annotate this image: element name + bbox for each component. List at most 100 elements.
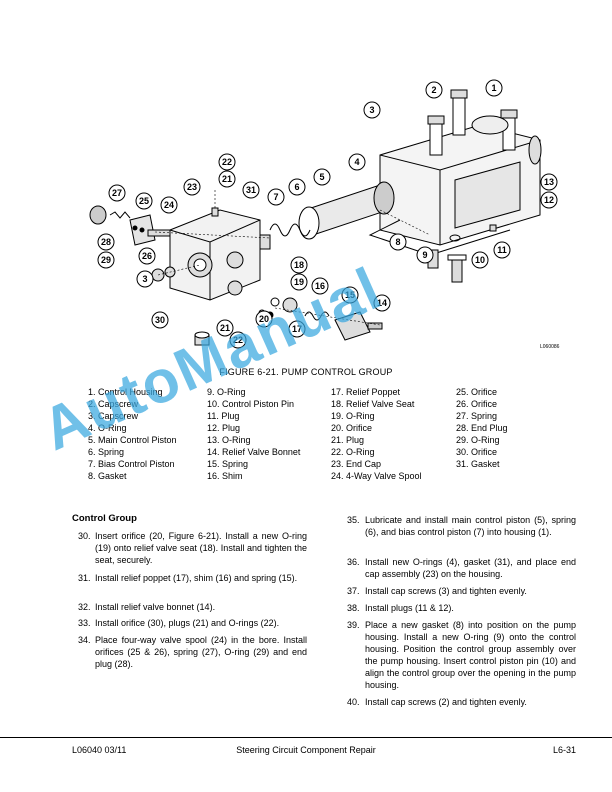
figure-code: L060086 bbox=[540, 344, 560, 350]
callout-26: 26 bbox=[138, 247, 156, 265]
step-text: Install relief valve bonnet (14). bbox=[95, 602, 216, 612]
legend-item: 4. O-Ring bbox=[88, 423, 127, 433]
step-text: Insert orifice (20, Figure 6-21). Instal… bbox=[95, 531, 307, 565]
legend-item: 6. Spring bbox=[88, 447, 125, 457]
svg-text:26: 26 bbox=[142, 251, 152, 261]
callout-4: 4 bbox=[348, 153, 366, 171]
legend-item: 2. Capscrew bbox=[88, 399, 139, 409]
parts-legend-column-2: 9. O-Ring 10. Control Piston Pin 11. Plu… bbox=[207, 386, 300, 482]
svg-text:2: 2 bbox=[431, 85, 436, 95]
svg-text:19: 19 bbox=[294, 277, 304, 287]
legend-item: 15. Spring bbox=[207, 459, 249, 469]
callout-28: 28 bbox=[97, 233, 115, 251]
svg-text:7: 7 bbox=[273, 192, 278, 202]
callout-21b: 21 bbox=[216, 319, 234, 337]
svg-text:27: 27 bbox=[112, 188, 122, 198]
svg-text:3: 3 bbox=[369, 105, 374, 115]
procedure-step: 34. Place four-way valve spool (24) in t… bbox=[78, 634, 307, 670]
legend-item: 11. Plug bbox=[207, 411, 240, 421]
legend-item: 18. Relief Valve Seat bbox=[331, 399, 415, 409]
legend-item: 3. Capscrew bbox=[88, 411, 139, 421]
legend-item: 13. O-Ring bbox=[207, 435, 251, 445]
svg-text:17: 17 bbox=[292, 324, 302, 334]
svg-text:9: 9 bbox=[422, 250, 427, 260]
parts-legend-column-1: 1. Control Housing 2. Capscrew 3. Capscr… bbox=[88, 386, 177, 482]
callout-17: 17 bbox=[288, 320, 306, 338]
legend-item: 28. End Plug bbox=[456, 423, 508, 433]
callout-2: 2 bbox=[425, 81, 443, 99]
legend-item: 20. Orifice bbox=[331, 423, 373, 433]
svg-text:12: 12 bbox=[544, 195, 554, 205]
legend-item: 9. O-Ring bbox=[207, 387, 246, 397]
legend-item: 7. Bias Control Piston bbox=[88, 459, 175, 469]
legend-item: 12. Plug bbox=[207, 423, 241, 433]
svg-text:5: 5 bbox=[319, 172, 324, 182]
svg-text:13: 13 bbox=[544, 177, 554, 187]
svg-text:23: 23 bbox=[187, 182, 197, 192]
callout-5: 5 bbox=[313, 168, 331, 186]
callout-1: 1 bbox=[485, 79, 503, 97]
svg-text:25: 25 bbox=[139, 196, 149, 206]
legend-item: 26. Orifice bbox=[456, 399, 498, 409]
callout-6: 6 bbox=[288, 178, 306, 196]
procedure-step: 37. Install cap screws (3) and tighten e… bbox=[347, 585, 576, 597]
legend-item: 27. Spring bbox=[456, 411, 498, 421]
footer-divider bbox=[0, 737, 612, 738]
step-text: Place four-way valve spool (24) in the b… bbox=[95, 635, 307, 669]
step-text: Place a new gasket (8) into position on … bbox=[365, 620, 576, 690]
step-text: Install orifice (30), plugs (21) and O-r… bbox=[95, 618, 280, 628]
step-text: Install cap screws (2) and tighten evenl… bbox=[365, 697, 527, 707]
section-heading: Control Group bbox=[72, 513, 137, 524]
callout-18: 18 bbox=[290, 256, 308, 274]
svg-text:30: 30 bbox=[155, 315, 165, 325]
callout-14: 14 bbox=[373, 294, 391, 312]
legend-item: 30. Orifice bbox=[456, 447, 498, 457]
callout-16: 16 bbox=[311, 277, 329, 295]
step-number: 38. bbox=[347, 603, 360, 613]
svg-text:21: 21 bbox=[222, 174, 232, 184]
step-number: 40. bbox=[347, 697, 360, 707]
svg-text:6: 6 bbox=[294, 182, 299, 192]
step-number: 33. bbox=[78, 618, 91, 628]
callout-21: 21 bbox=[218, 170, 236, 188]
legend-item: 25. Orifice bbox=[456, 387, 498, 397]
callout-22: 22 bbox=[218, 153, 236, 171]
callout-3b: 3 bbox=[136, 270, 154, 288]
parts-legend-column-3: 17. Relief Poppet 18. Relief Valve Seat … bbox=[331, 386, 422, 482]
callout-31: 31 bbox=[242, 181, 260, 199]
legend-item: 24. 4-Way Valve Spool bbox=[331, 471, 422, 481]
callout-20: 20 bbox=[255, 310, 273, 328]
callout-9: 9 bbox=[416, 246, 434, 264]
svg-text:22: 22 bbox=[233, 335, 243, 345]
callout-30: 30 bbox=[151, 311, 169, 329]
svg-text:4: 4 bbox=[354, 157, 359, 167]
svg-text:14: 14 bbox=[377, 298, 387, 308]
procedure-step: 38. Install plugs (11 & 12). bbox=[347, 602, 576, 614]
callout-25: 25 bbox=[135, 192, 153, 210]
step-text: Install new O-rings (4), gasket (31), an… bbox=[365, 557, 576, 579]
callout-19: 19 bbox=[290, 273, 308, 291]
svg-text:11: 11 bbox=[497, 245, 507, 255]
callout-7: 7 bbox=[267, 188, 285, 206]
procedure-step: 35. Lubricate and install main control p… bbox=[347, 514, 576, 538]
callout-13: 13 bbox=[540, 173, 558, 191]
step-text: Install plugs (11 & 12). bbox=[365, 603, 454, 613]
svg-text:18: 18 bbox=[294, 260, 304, 270]
svg-text:31: 31 bbox=[246, 185, 256, 195]
legend-item: 16. Shim bbox=[207, 471, 243, 481]
svg-text:10: 10 bbox=[475, 255, 485, 265]
footer-title: Steering Circuit Component Repair bbox=[236, 745, 376, 755]
legend-item: 31. Gasket bbox=[456, 459, 500, 469]
step-text: Lubricate and install main control pisto… bbox=[365, 515, 576, 537]
callout-27: 27 bbox=[108, 184, 126, 202]
step-text: Install relief poppet (17), shim (16) an… bbox=[95, 573, 298, 583]
legend-item: 21. Plug bbox=[331, 435, 365, 445]
svg-text:24: 24 bbox=[164, 200, 174, 210]
footer-page-number: L6-31 bbox=[552, 745, 576, 755]
svg-text:20: 20 bbox=[259, 314, 269, 324]
legend-item: 17. Relief Poppet bbox=[331, 387, 401, 397]
callout-8: 8 bbox=[389, 233, 407, 251]
callout-22b: 22 bbox=[229, 331, 247, 349]
procedure-step: 30. Insert orifice (20, Figure 6-21). In… bbox=[78, 530, 307, 566]
legend-item: 10. Control Piston Pin bbox=[207, 399, 295, 409]
